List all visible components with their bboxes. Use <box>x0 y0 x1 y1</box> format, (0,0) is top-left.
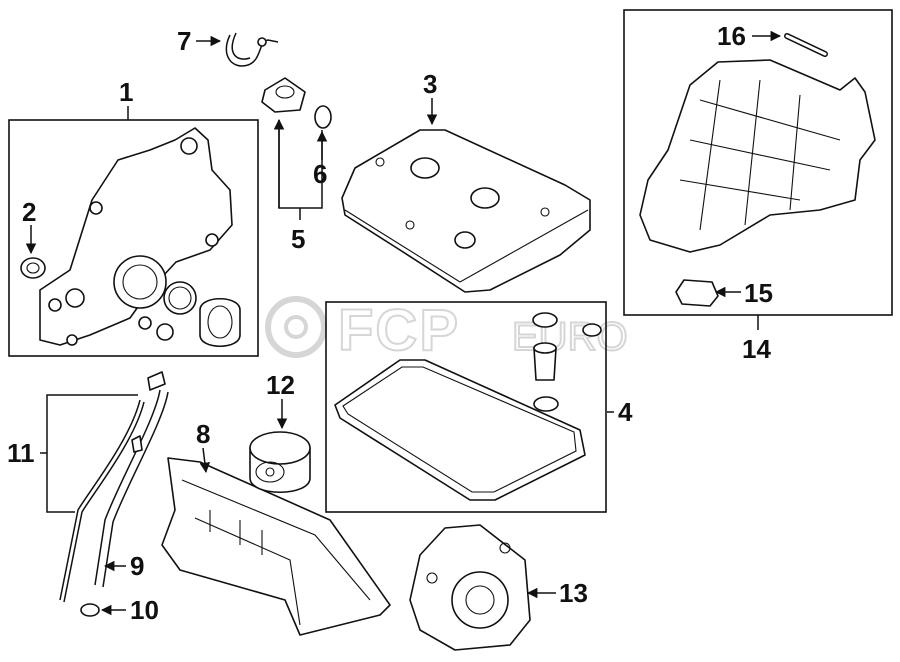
callout-6: 6 <box>313 159 327 189</box>
valve-cover-drawing <box>341 129 591 293</box>
watermark-suffix: EURO <box>512 315 628 359</box>
gasket-drawing <box>334 312 602 501</box>
callout-16: 16 <box>717 21 746 51</box>
group-box-1 <box>8 119 259 357</box>
leader-8 <box>199 447 211 474</box>
callout-4: 4 <box>618 397 633 427</box>
callout-9: 9 <box>130 551 144 581</box>
callout-1: 1 <box>119 77 133 107</box>
callout-10: 10 <box>130 595 159 625</box>
callout-5: 5 <box>291 224 305 254</box>
watermark: FCP EURO <box>265 296 629 364</box>
group-box-4 <box>325 301 607 513</box>
pump-drawing <box>409 524 531 651</box>
timing-cover-drawing <box>39 127 241 347</box>
callout-2: 2 <box>22 197 36 227</box>
callout-3: 3 <box>423 69 437 99</box>
callout-8: 8 <box>196 419 210 449</box>
oil-pan-drawing <box>161 457 391 636</box>
watermark-brand: FCP <box>338 298 460 363</box>
seal-drawing <box>20 257 46 279</box>
oil-filter-drawing <box>249 431 311 494</box>
leader-lines <box>25 30 782 616</box>
callout-12: 12 <box>266 370 295 400</box>
oil-cap-drawing <box>261 77 306 113</box>
dipstick-tube-drawing <box>59 371 169 617</box>
intake-manifold-drawing <box>639 59 876 253</box>
rod-drawing <box>784 33 828 57</box>
o-ring-drawing <box>314 105 332 129</box>
callout-13: 13 <box>559 578 588 608</box>
callout-14: 14 <box>742 334 771 364</box>
callout-11: 11 <box>7 438 35 468</box>
callouts: 1 2 3 4 5 6 7 8 9 10 11 12 13 14 15 16 <box>7 21 773 625</box>
callout-7: 7 <box>177 26 191 56</box>
hose-drawing <box>225 32 279 67</box>
callout-15: 15 <box>744 278 773 308</box>
manifold-gasket-drawing <box>675 279 719 307</box>
